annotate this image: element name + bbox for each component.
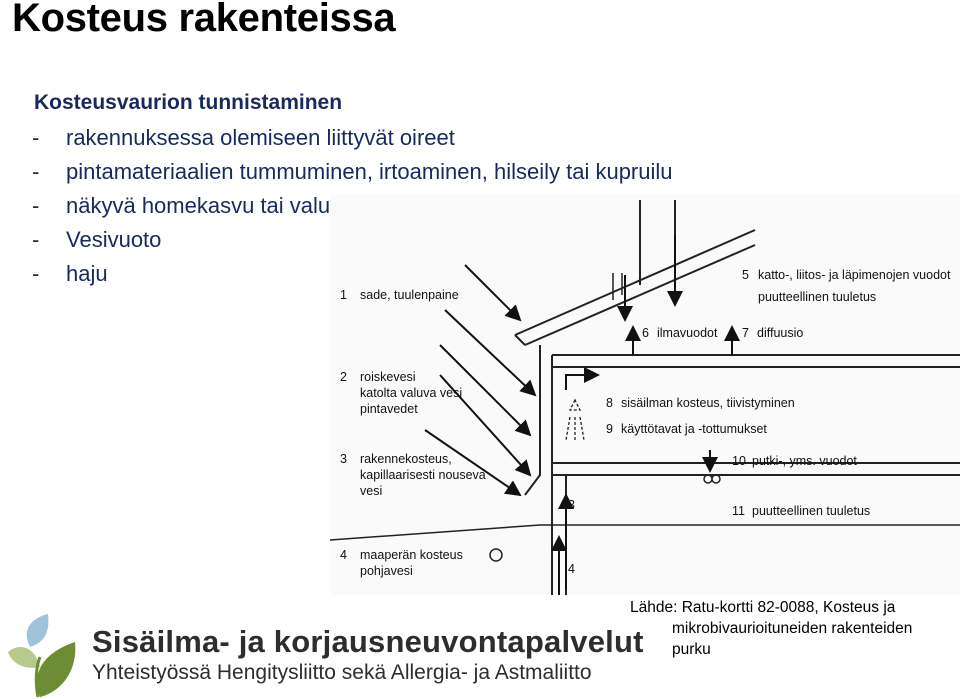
label-num-2: 2 bbox=[340, 370, 347, 384]
arrow-1a bbox=[464, 264, 522, 322]
list-item: -haju bbox=[32, 261, 108, 286]
label-6: ilmavuodot bbox=[657, 326, 718, 340]
label-num-8: 8 bbox=[606, 396, 613, 410]
label-num-4: 4 bbox=[340, 548, 347, 562]
label-7: diffuusio bbox=[757, 326, 803, 340]
label-2c: pintavedet bbox=[360, 402, 418, 416]
moisture-sources-diagram: 1 sade, tuulenpaine 2 roiskevesi katolta… bbox=[330, 195, 960, 595]
label-3b: kapillaarisesti nouseva bbox=[360, 468, 486, 482]
label-num-6: 6 bbox=[642, 326, 649, 340]
label-num-10: 10 bbox=[732, 454, 746, 468]
source-citation: Lähde: Ratu-kortti 82-0088, Kosteus ja m… bbox=[630, 599, 913, 658]
pipe-icon bbox=[711, 474, 721, 484]
section-subtitle: Kosteusvaurion tunnistaminen bbox=[34, 91, 343, 114]
arrow-2 bbox=[439, 374, 532, 477]
roof-vent bbox=[612, 273, 623, 300]
arrow-1c bbox=[439, 344, 532, 437]
diagram-background bbox=[330, 195, 960, 595]
label-num-9: 9 bbox=[606, 422, 613, 436]
bullet-list: -rakennuksessa olemiseen liittyvät oiree… bbox=[32, 121, 673, 291]
list-item: -Vesivuoto bbox=[32, 227, 162, 252]
organization-name: Sisäilma- ja korjausneuvontapalvelut bbox=[92, 624, 644, 659]
floor bbox=[552, 462, 960, 476]
label-2a: roiskevesi bbox=[360, 370, 416, 384]
ground-line bbox=[330, 524, 960, 541]
label-3a: rakennekosteus, bbox=[360, 452, 452, 466]
arrow-8 bbox=[565, 367, 600, 390]
ceiling bbox=[552, 354, 960, 368]
label-num-5: 5 bbox=[742, 268, 749, 282]
label-10: putki-, yms. vuodot bbox=[752, 454, 857, 468]
label-5b: puutteellinen tuuletus bbox=[758, 290, 876, 304]
organization-tagline: Yhteistyössä Hengitysliitto sekä Allergi… bbox=[92, 661, 592, 684]
label-9: käyttötavat ja -tottumukset bbox=[621, 422, 767, 436]
drain-pipe bbox=[489, 548, 503, 562]
label-2b: katolta valuva vesi bbox=[360, 386, 462, 400]
label-8: sisäilman kosteus, tiivistyminen bbox=[621, 396, 795, 410]
label-3c: vesi bbox=[360, 484, 382, 498]
label-5a: katto-, liitos- ja läpimenojen vuodot bbox=[758, 268, 951, 282]
marker-4: 4 bbox=[568, 562, 575, 576]
label-4a: maaperän kosteus bbox=[360, 548, 463, 562]
label-num-7: 7 bbox=[742, 326, 749, 340]
roof bbox=[514, 229, 756, 346]
label-num-11: 11 bbox=[732, 504, 745, 518]
arrow-1b bbox=[444, 309, 537, 397]
list-item: -pintamateriaalien tummuminen, irtoamine… bbox=[32, 159, 673, 184]
page-title: Kosteus rakenteissa bbox=[12, 0, 396, 40]
label-num-1: 1 bbox=[340, 288, 347, 302]
leaf-logo-icon bbox=[8, 614, 76, 698]
arrow-3 bbox=[424, 429, 522, 497]
shower-icon bbox=[565, 398, 585, 441]
label-1: sade, tuulenpaine bbox=[360, 288, 459, 302]
list-item: -rakennuksessa olemiseen liittyvät oiree… bbox=[32, 125, 455, 150]
label-4b: pohjavesi bbox=[360, 564, 413, 578]
label-num-3: 3 bbox=[340, 452, 347, 466]
wall-outer bbox=[524, 345, 541, 496]
marker-3: 3 bbox=[568, 498, 575, 512]
label-11: puutteellinen tuuletus bbox=[752, 504, 870, 518]
